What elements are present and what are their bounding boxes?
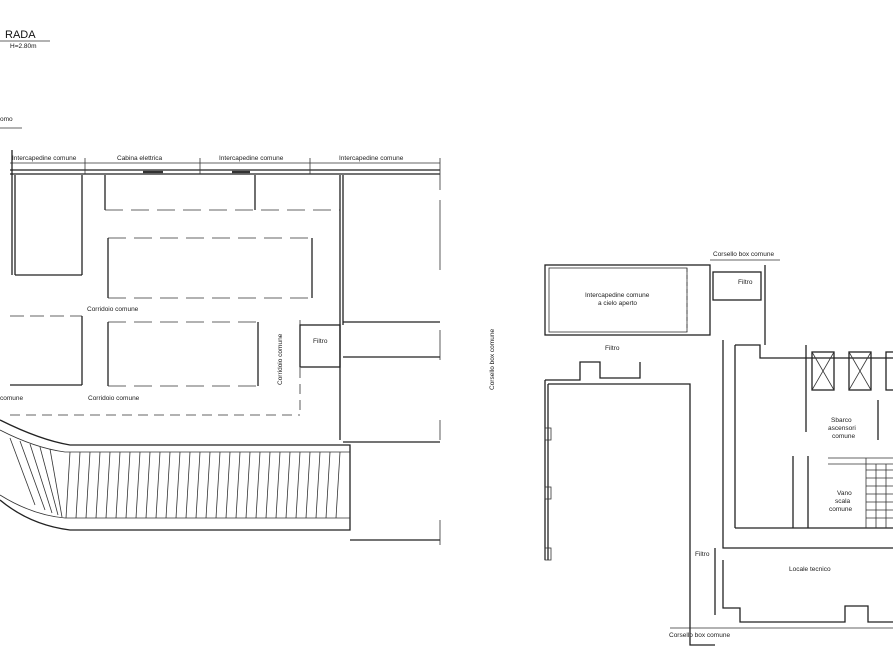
label-filtro-top: Filtro	[738, 279, 753, 286]
filter-room-top	[712, 271, 762, 301]
label-sbarco: Sbarco	[831, 417, 852, 424]
label-comune-stair: comune	[829, 506, 853, 513]
label-intercapedine-a: Intercapedine comune	[585, 292, 650, 299]
label-intercapedine-2: Intercapedine comune	[219, 155, 284, 162]
label-vano: Vano	[837, 490, 852, 497]
filter-room	[299, 324, 341, 368]
label-cabina-elettrica: Cabina elettrica	[117, 155, 163, 162]
label-corridoio-1: Corridoio comune	[87, 306, 139, 313]
ramp-edge	[0, 429, 350, 453]
fragment-label: omo	[0, 116, 13, 123]
label-corridoio-2: Corridoio comune	[88, 395, 140, 402]
left-plan: Intercapedine comune Cabina elettrica In…	[0, 150, 441, 545]
ramp-parking-stripes	[9, 437, 341, 519]
label-intercapedine-3: Intercapedine comune	[339, 155, 404, 162]
wall	[722, 340, 893, 549]
label-corsello-bottom: Corsello box comune	[669, 632, 730, 639]
door	[544, 486, 552, 500]
label-filtro-mid: Filtro	[605, 345, 620, 352]
door	[544, 427, 552, 441]
door	[544, 547, 552, 561]
label-corsello-vertical: Corsello box comune	[489, 329, 496, 390]
label-locale-tecnico: Locale tecnico	[789, 566, 831, 573]
label-filtro-left: Filtro	[313, 338, 328, 345]
label-filtro-bottom: Filtro	[695, 551, 710, 558]
lift-shaft-3	[885, 351, 893, 391]
label-corsello-top: Corsello box comune	[713, 251, 774, 258]
plan-height-note: H=2.80m	[10, 43, 37, 50]
technical-room-wall	[722, 560, 893, 623]
label-ascensori: ascensori	[828, 425, 856, 432]
lift-shaft-1	[811, 351, 835, 391]
label-corridoio-3: Corridoio comune	[277, 333, 284, 385]
label-corridoio-partial: comune	[0, 395, 24, 402]
intercapedine-room	[544, 264, 711, 336]
wall	[735, 344, 893, 359]
label-comune-lift: comune	[832, 433, 856, 440]
label-intercapedine-1: Intercapedine comune	[12, 155, 77, 162]
ramp-outline	[0, 419, 351, 531]
wall	[548, 383, 715, 646]
plan-title: RADA	[5, 29, 36, 41]
lift-cross	[848, 351, 872, 391]
label-scala: scala	[835, 498, 851, 505]
lift-shaft-2	[848, 351, 872, 391]
right-plan: Corsello box comune Intercapedine comune…	[544, 251, 893, 646]
stair	[828, 457, 893, 528]
lift-cross	[811, 351, 835, 391]
label-intercapedine-b: a cielo aperto	[598, 300, 637, 307]
wall	[545, 361, 641, 381]
ramp-edge	[0, 494, 350, 519]
